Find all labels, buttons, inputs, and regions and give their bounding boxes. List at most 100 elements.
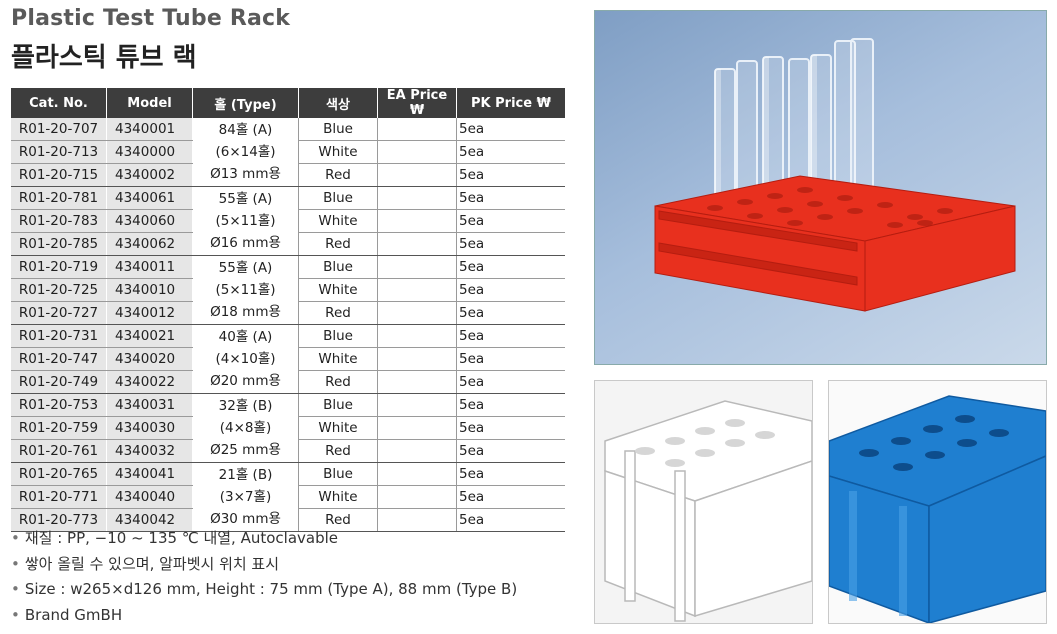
color-cell: Blue [298, 118, 378, 141]
product-title-en: Plastic Test Tube Rack [11, 6, 291, 31]
ea-price-cell [377, 439, 457, 463]
blue-rack-photo [828, 380, 1047, 624]
color-cell: White [298, 278, 378, 302]
ea-price-cell [377, 508, 457, 532]
table-header-row: Cat. No. Model 홀 (Type) 색상 EA Price ₩ PK… [11, 88, 565, 118]
pk-price-cell: 5ea [456, 416, 565, 440]
color-cell: Red [298, 232, 378, 256]
cat-no-cell: R01-20-727 [11, 301, 107, 325]
cat-no-cell: R01-20-719 [11, 255, 107, 279]
model-cell: 4340022 [106, 370, 193, 394]
pk-price-cell: 5ea [456, 163, 565, 187]
header-cat-no: Cat. No. [11, 88, 107, 118]
white-rack-holes [635, 419, 775, 467]
blue-rack-holes [859, 415, 1009, 471]
pk-price-cell: 5ea [456, 209, 565, 233]
color-cell: White [298, 416, 378, 440]
pk-price-cell: 5ea [456, 439, 565, 463]
pk-price-cell: 5ea [456, 118, 565, 141]
pk-price-cell: 5ea [456, 186, 565, 210]
ea-price-cell [377, 186, 457, 210]
ea-price-cell [377, 301, 457, 325]
hole-type-cell: 32홀 (B) (4×8홀) Ø25 mm용 [192, 393, 299, 463]
hole-type-line: Ø30 mm용 [210, 511, 281, 527]
hole-type-cell: 84홀 (A)(6×14홀)Ø13 mm용 [192, 118, 299, 187]
pk-price-cell: 5ea [456, 324, 565, 348]
hole-type-line: 84홀 (A) [218, 122, 273, 138]
pk-price-cell: 5ea [456, 232, 565, 256]
color-cell: Red [298, 163, 378, 187]
white-rack-illustration [604, 400, 812, 622]
pk-price-cell: 5ea [456, 508, 565, 532]
blue-rack-illustration [829, 395, 1046, 623]
pk-price-cell: 5ea [456, 301, 565, 325]
color-cell: Blue [298, 186, 378, 210]
hole-type-line: (4×10홀) [215, 351, 276, 367]
ea-price-cell [377, 118, 457, 141]
product-title-ko: 플라스틱 튜브 랙 [11, 43, 197, 73]
model-cell: 4340031 [106, 393, 193, 417]
model-cell: 4340001 [106, 118, 193, 141]
color-cell: Red [298, 508, 378, 532]
hole-type-cell: 55홀 (A)(5×11홀)Ø18 mm용 [192, 255, 299, 325]
hole-type-line: Ø20 mm용 [210, 373, 281, 389]
cat-no-cell: R01-20-785 [11, 232, 107, 256]
hole-type-line: 21홀 (B) [218, 467, 273, 483]
hole-type-line: (5×11홀) [215, 213, 276, 229]
header-pk-price: PK Price ₩ [456, 88, 565, 118]
pk-price-cell: 5ea [456, 255, 565, 279]
header-ea-price: EA Price ₩ [377, 88, 457, 118]
note-size: Size : w265×d126 mm, Height : 75 mm (Typ… [24, 580, 518, 598]
red-rack-photo [594, 10, 1047, 365]
cat-no-cell: R01-20-761 [11, 439, 107, 463]
cat-no-cell: R01-20-765 [11, 462, 107, 486]
note-item: •재질 : PP, −10 ~ 135 ℃ 내열, Autoclavable [11, 529, 339, 547]
model-cell: 4340042 [106, 508, 193, 532]
model-cell: 4340040 [106, 485, 193, 509]
ea-price-cell [377, 163, 457, 187]
color-cell: White [298, 347, 378, 371]
color-cell: Red [298, 301, 378, 325]
hole-type-line: (4×8홀) [219, 420, 272, 436]
model-cell: 4340012 [106, 301, 193, 325]
ea-price-cell [377, 347, 457, 371]
model-cell: 4340032 [106, 439, 193, 463]
red-rack-illustration [654, 38, 1016, 312]
ea-price-cell [377, 393, 457, 417]
model-cell: 4340061 [106, 186, 193, 210]
note-brand: Brand GmBH [24, 605, 123, 624]
note-item: •Brand GmBH [11, 605, 123, 624]
hole-type-line: 32홀 (B) [218, 398, 273, 414]
hole-type-cell: 21홀 (B) (3×7홀) Ø30 mm용 [192, 462, 299, 532]
model-cell: 4340010 [106, 278, 193, 302]
color-cell: Blue [298, 255, 378, 279]
hole-type-line: Ø16 mm용 [210, 235, 281, 251]
hole-type-cell: 55홀 (A)(5×11홀)Ø16 mm용 [192, 186, 299, 256]
hole-type-line: Ø18 mm용 [210, 304, 281, 320]
pk-price-cell: 5ea [456, 347, 565, 371]
note-stackable: 쌓아 올릴 수 있으며, 알파벳시 위치 표시 [24, 554, 280, 573]
rack-holes [707, 187, 953, 228]
ea-price-cell [377, 232, 457, 256]
cat-no-cell: R01-20-749 [11, 370, 107, 394]
color-cell: Blue [298, 393, 378, 417]
hole-type-line: (3×7홀) [219, 489, 272, 505]
ea-price-cell [377, 462, 457, 486]
hole-type-line: Ø25 mm용 [210, 442, 281, 458]
ea-price-cell [377, 324, 457, 348]
ea-price-cell [377, 255, 457, 279]
model-cell: 4340021 [106, 324, 193, 348]
note-item: •Size : w265×d126 mm, Height : 75 mm (Ty… [11, 580, 518, 598]
